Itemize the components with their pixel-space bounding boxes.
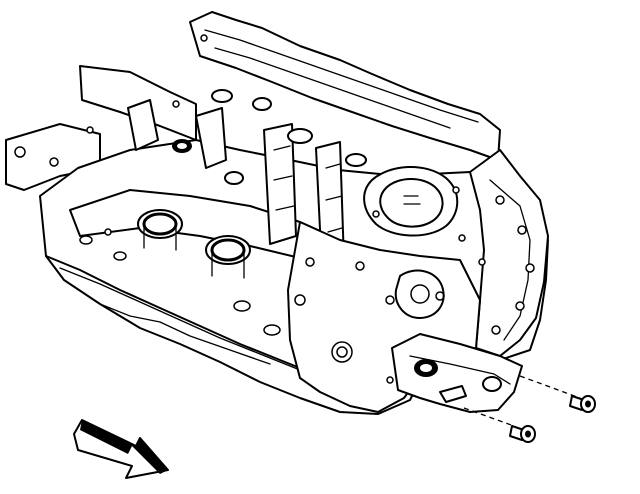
cylinder-bore: [205, 235, 251, 279]
bracket-assembly: [391, 333, 523, 413]
bolt-icon: [569, 395, 596, 413]
alignment-line: [519, 375, 581, 399]
direction-arrow-icon: [73, 419, 169, 479]
cylinder-bore: [137, 209, 183, 251]
bolt-icon: [509, 425, 536, 443]
